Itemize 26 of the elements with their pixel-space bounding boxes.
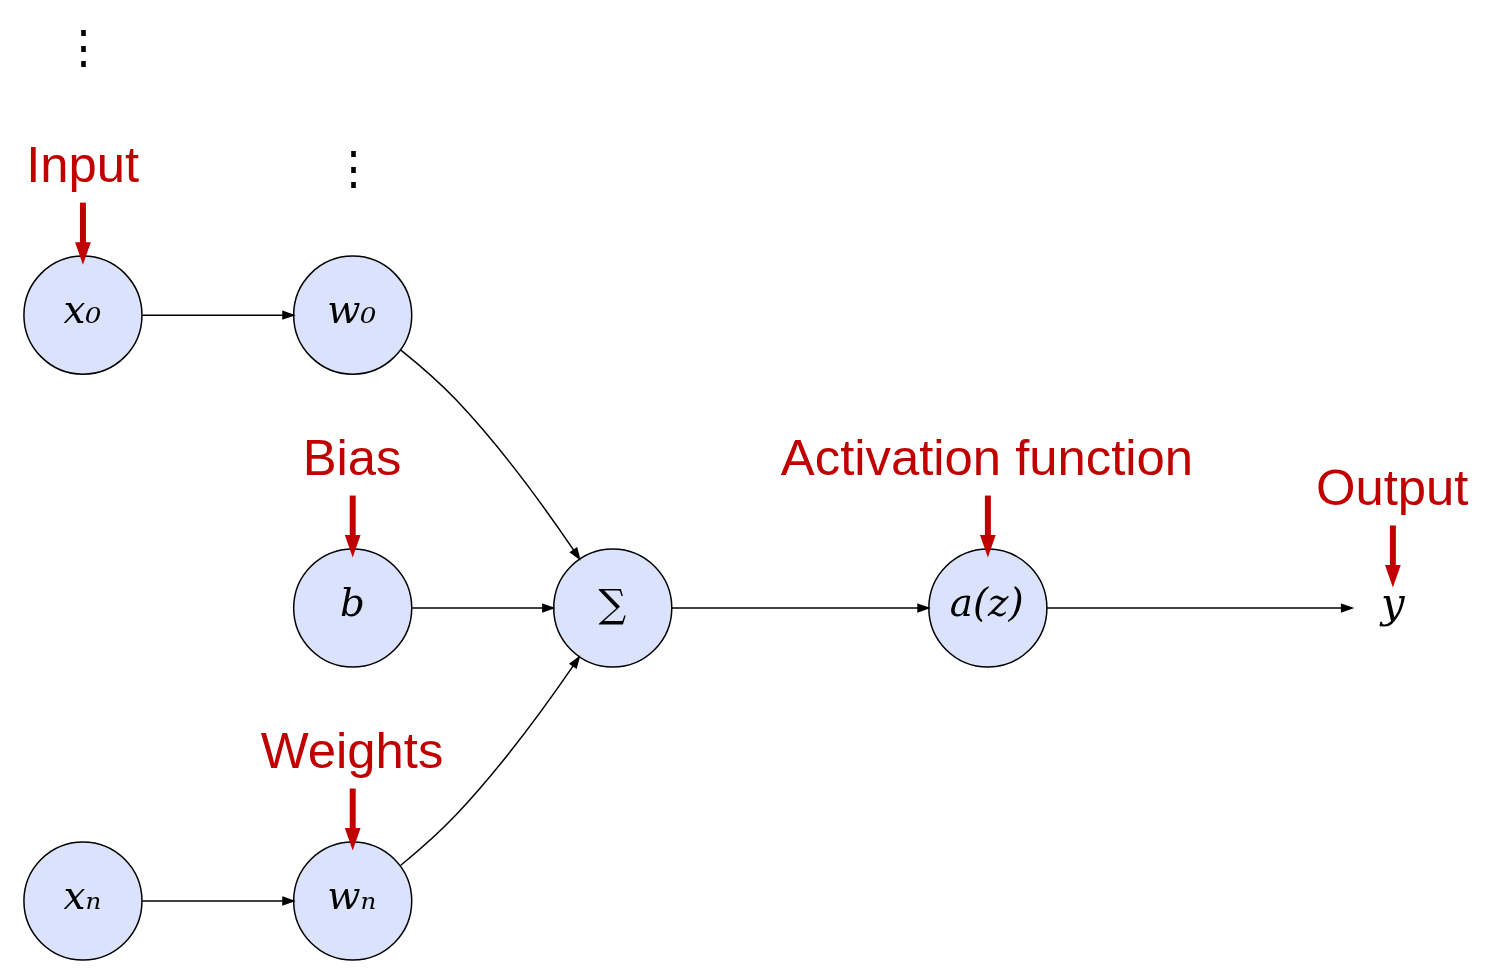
node-circle: xₙ — [23, 841, 143, 961]
arrow — [1046, 603, 1355, 613]
arrow — [399, 655, 581, 867]
node-text: Output — [1315, 458, 1469, 516]
node-circle: wₙ — [292, 841, 413, 961]
node-text: Input — [26, 135, 140, 193]
node-circle: a(z) — [928, 548, 1048, 668]
arrow — [344, 788, 361, 851]
node-text: y — [1380, 577, 1405, 627]
node-text: Activation function — [780, 428, 1194, 486]
arrow — [411, 603, 556, 613]
arrow — [141, 310, 296, 320]
arrow — [75, 202, 91, 265]
arrow — [1385, 525, 1401, 588]
arrow — [671, 603, 931, 613]
arrow — [141, 896, 296, 906]
node-circle: x₀ — [23, 255, 143, 375]
arrow — [399, 349, 581, 561]
node-circle: b — [292, 548, 413, 668]
label: ⋮ — [331, 140, 377, 194]
node-circle: w₀ — [292, 255, 413, 375]
node-text: Bias — [302, 428, 402, 486]
label: ⋮ — [61, 19, 107, 73]
node-text: Weights — [260, 721, 444, 779]
arrow — [980, 495, 996, 558]
arrow — [344, 495, 361, 558]
